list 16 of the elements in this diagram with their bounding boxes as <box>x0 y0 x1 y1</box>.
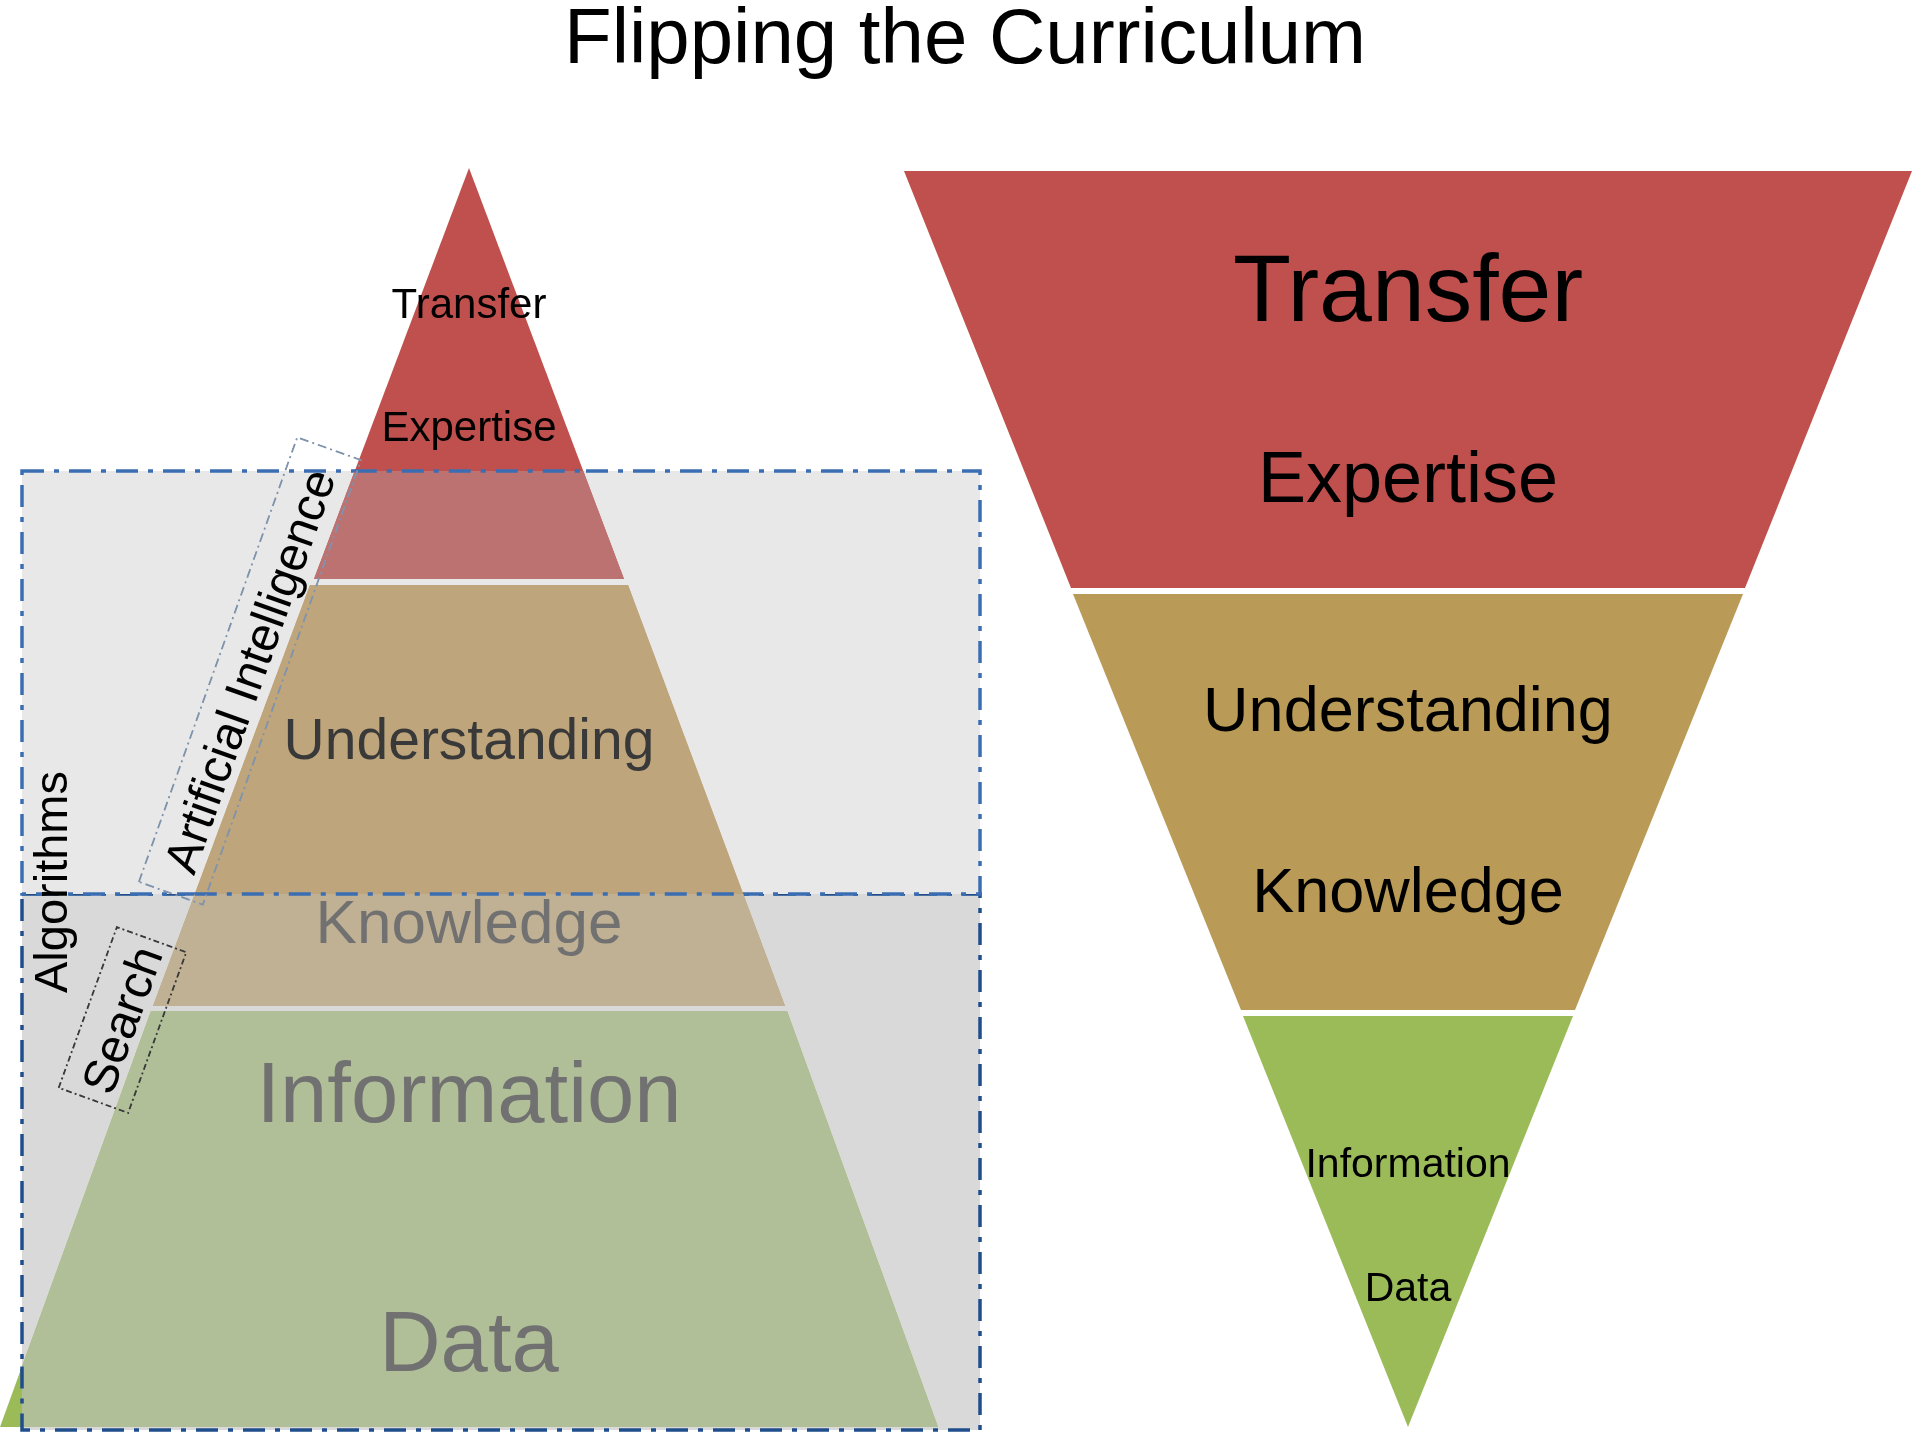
level-label: Expertise <box>381 403 557 452</box>
level-label: Information <box>256 1043 682 1142</box>
inverted-pyramid-level <box>1243 1016 1573 1427</box>
level-label: Information <box>1305 1140 1511 1188</box>
level-label: Knowledge <box>1252 854 1564 927</box>
level-label: Transfer <box>1232 233 1584 343</box>
level-label: Knowledge <box>315 885 623 958</box>
level-label: Data <box>379 1292 559 1391</box>
inverted-pyramid-level <box>904 171 1912 588</box>
level-label: Expertise <box>1257 435 1559 519</box>
level-label: Understanding <box>283 706 655 773</box>
side-label: Algorithms <box>24 771 78 993</box>
title: Flipping the Curriculum <box>564 0 1366 82</box>
inverted-pyramid-level <box>1073 594 1743 1010</box>
level-label: Data <box>1364 1264 1452 1312</box>
level-label: Understanding <box>1203 673 1613 746</box>
